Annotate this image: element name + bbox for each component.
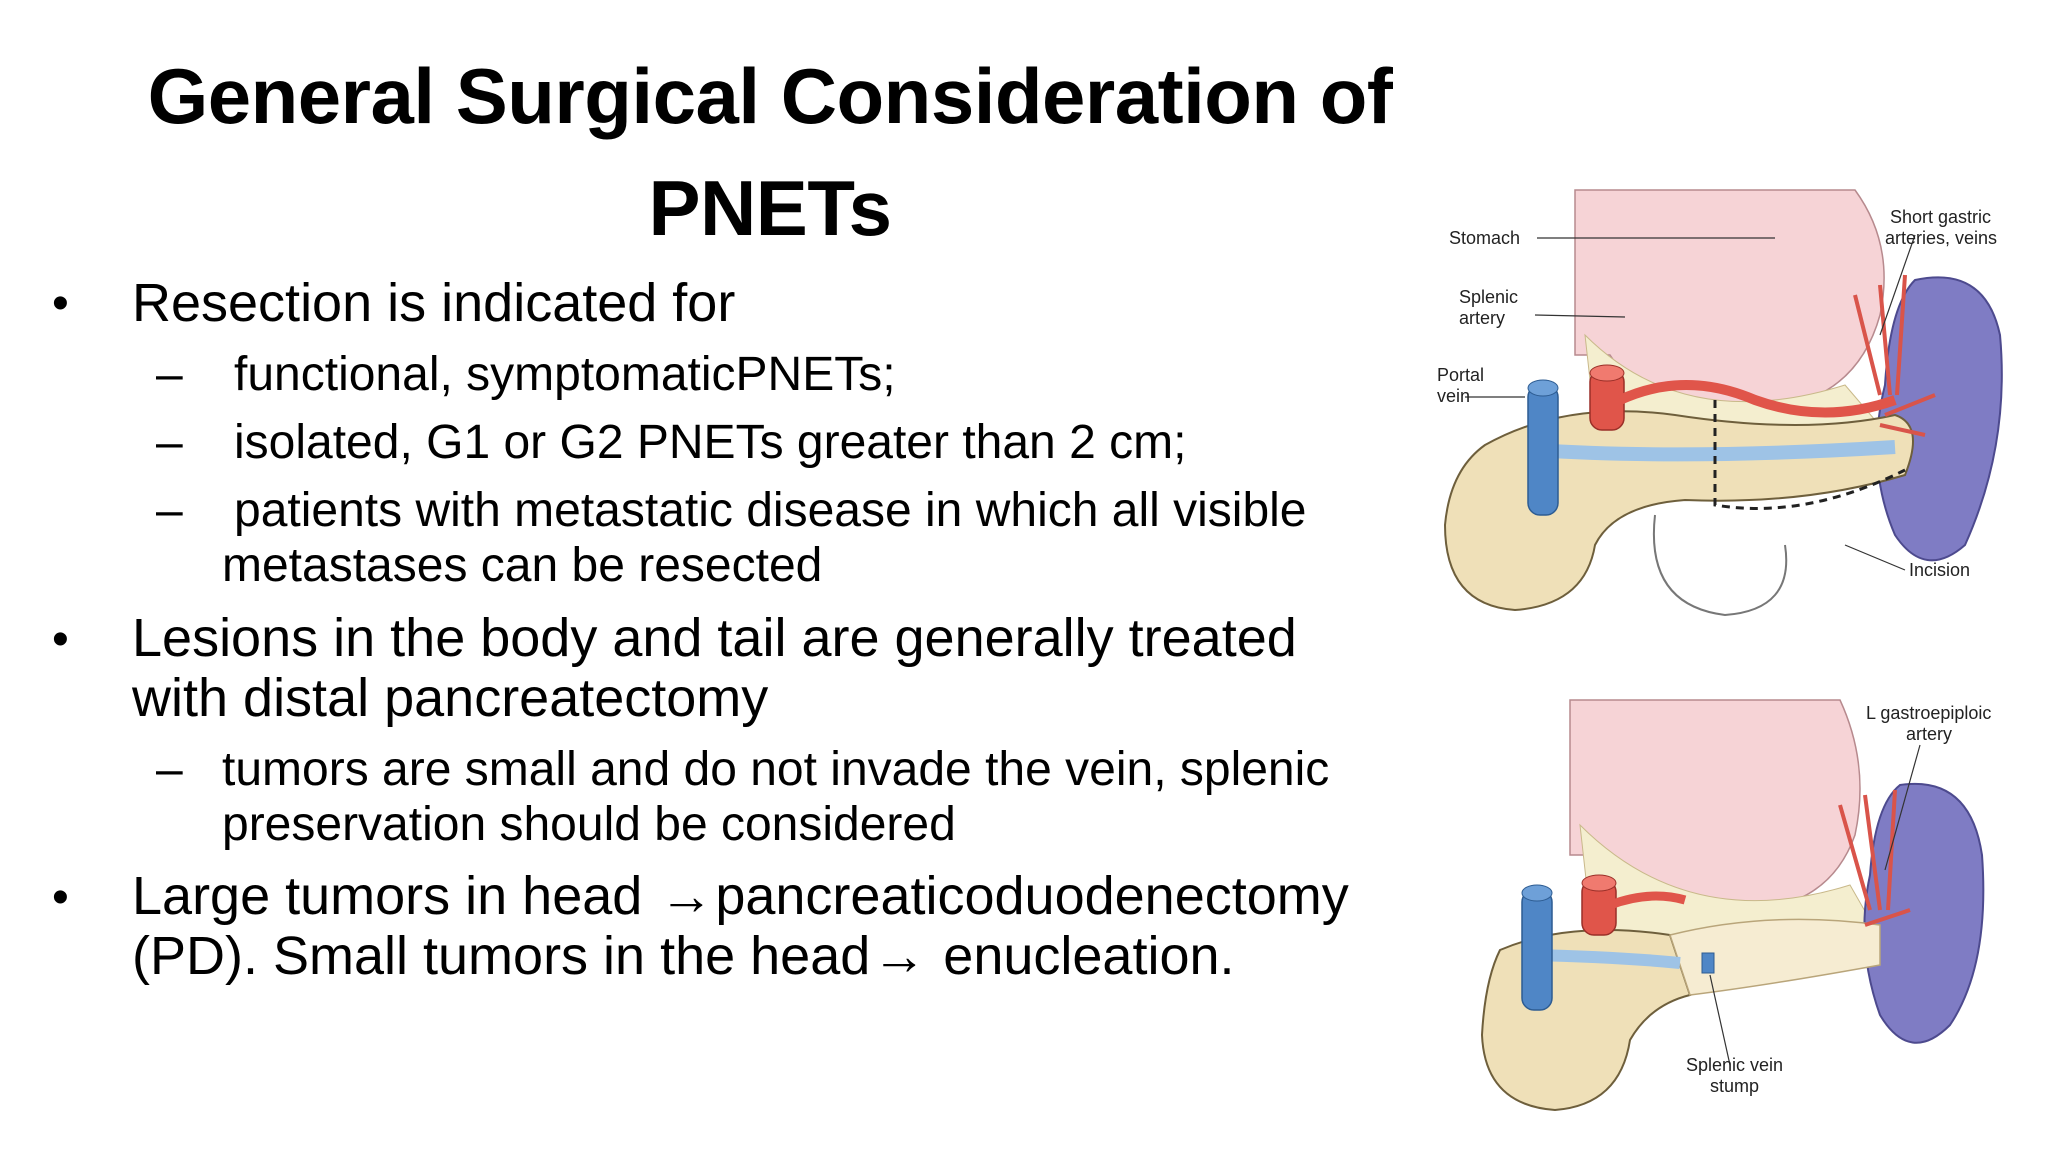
celiac-artery-top — [1589, 364, 1625, 382]
bullet-1-sub-3: patients with metastatic disease in whic… — [234, 484, 1307, 537]
anatomy-figure-bottom: L gastroepiploic artery Splenic vein stu… — [1480, 699, 1991, 1112]
arrow-icon: → — [659, 866, 714, 926]
bullet-1-sub-3-cont: metastases can be resected — [222, 539, 823, 592]
splenic-vein-stump — [1701, 952, 1715, 974]
label-short-gastric-2: arteries, veins — [1885, 228, 1997, 248]
label-splenic-artery-2: artery — [1459, 308, 1505, 328]
incision-line — [1713, 400, 1906, 510]
splenic-vein-shape — [1534, 440, 1896, 462]
short-gastric-vessels — [1853, 274, 1936, 437]
portal-vein-top — [1527, 379, 1559, 397]
bullet-2-sub-1-cont: preservation should be considered — [222, 798, 956, 851]
post-resection-illustration: L gastroepiploic artery Splenic vein stu… — [1470, 695, 2030, 1135]
bowel-loop — [1652, 514, 1788, 617]
celiac-artery-top — [1581, 874, 1617, 892]
label-portal-vein-1: Portal — [1437, 365, 1484, 385]
bullet-3-text-line-1: Large tumors in head →pancreaticoduodene… — [132, 865, 1349, 927]
label-splenic-artery-1: Splenic — [1459, 287, 1518, 307]
dash-marker: – — [156, 348, 183, 401]
bullet-marker: • — [52, 613, 69, 666]
arrow-icon: → — [872, 926, 927, 986]
title-line-2: PNETs — [648, 164, 892, 252]
anatomy-figure-top: Stomach Splenic artery Portal vein Short… — [1437, 189, 2003, 617]
pancreas-shape — [1443, 410, 1914, 612]
dash-marker: – — [156, 484, 183, 537]
bullet-2-text-line-2: with distal pancreatectomy — [132, 668, 769, 728]
dash-marker: – — [156, 743, 183, 796]
label-short-gastric-1: Short gastric — [1890, 207, 1991, 227]
bullet-3-text-line-2: (PD). Small tumors in the head→ enucleat… — [132, 925, 1235, 987]
splenic-artery-shape — [1617, 380, 1897, 418]
resected-segment — [1669, 918, 1881, 996]
bullet-3-text-d: enucleation. — [928, 926, 1235, 986]
incision-leader — [1844, 544, 1906, 571]
title-line-1: General Surgical Consideration of — [147, 52, 1393, 140]
gastroepiploic-leader — [1884, 744, 1921, 871]
label-splenic-vein-1: Splenic vein — [1686, 1055, 1783, 1075]
bullet-2-sub-1: tumors are small and do not invade the v… — [222, 743, 1330, 796]
splenic-artery-stub — [1608, 891, 1687, 910]
bullet-3-text-a: Large tumors in head — [132, 866, 658, 926]
bullet-1-text: Resection is indicated for — [132, 273, 736, 333]
dash-marker: – — [156, 416, 183, 469]
label-gastroepiploic-1: L gastroepiploic — [1866, 703, 1991, 723]
gastroepiploic-vessels — [1838, 789, 1911, 927]
label-splenic-vein-2: stump — [1710, 1076, 1759, 1096]
spleen-shape — [1863, 782, 1985, 1044]
distal-pancreatectomy-illustration: Stomach Splenic artery Portal vein Short… — [1425, 185, 2025, 625]
label-incision: Incision — [1909, 560, 1970, 580]
bullet-2-text-line-1: Lesions in the body and tail are general… — [132, 608, 1297, 668]
slide-title: General Surgical Consideration of PNETs — [70, 40, 1470, 264]
spleen-shape — [1876, 276, 2003, 562]
portal-vein-top — [1521, 884, 1553, 902]
bullet-1-sub-1: functional, symptomaticPNETs; — [234, 348, 896, 401]
short-gastric-leader — [1879, 234, 1916, 336]
bullet-marker: • — [52, 277, 69, 330]
bullet-marker: • — [52, 871, 69, 924]
portal-vein-shape — [1521, 889, 1553, 1011]
label-portal-vein-2: vein — [1437, 386, 1470, 406]
bullet-3-text-b: pancreaticoduodenectomy — [715, 866, 1349, 926]
bullet-3-text-c: (PD). Small tumors in the head — [132, 926, 871, 986]
portal-vein-shape — [1527, 384, 1559, 516]
label-gastroepiploic-2: artery — [1906, 724, 1952, 744]
label-stomach: Stomach — [1449, 228, 1520, 248]
bullet-1-sub-2: isolated, G1 or G2 PNETs greater than 2 … — [234, 416, 1187, 469]
splenic-vein-stump-leader — [1709, 974, 1731, 1066]
splenic-artery-leader — [1534, 314, 1626, 318]
